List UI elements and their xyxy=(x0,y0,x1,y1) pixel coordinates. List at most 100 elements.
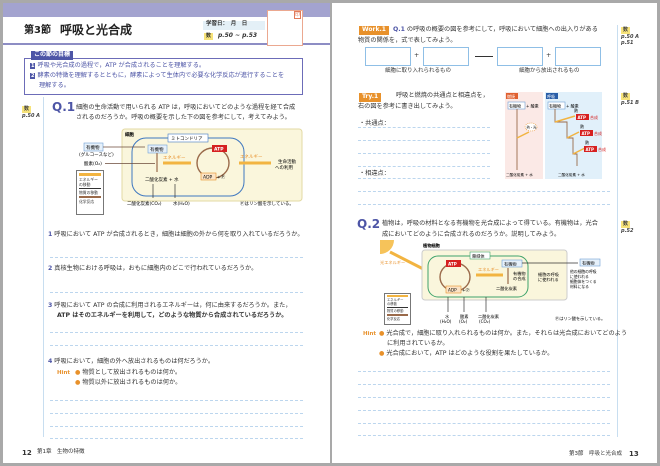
hint-label: Hint xyxy=(363,331,377,337)
caption-out: 細胞から放出されるもの xyxy=(519,68,580,74)
oxygen-label: + 酸素 xyxy=(526,103,539,109)
right-page xyxy=(332,3,657,463)
textbook-pages: p.50 ~ p.53 xyxy=(218,32,258,39)
page-number: 13 xyxy=(629,450,639,458)
atp-label: ATP xyxy=(578,115,587,120)
organic-label: 有機物 xyxy=(549,103,561,109)
adp-label: ADP xyxy=(448,288,457,293)
light-energy-label: 光エネルギー xyxy=(380,259,405,266)
common-label: ・共通点： xyxy=(359,120,390,127)
sun-icon xyxy=(380,240,394,254)
adp-label: ADP xyxy=(203,175,213,181)
heat-label: 熱 xyxy=(574,107,578,113)
chapter-footer: 第1章 生物の特徴 xyxy=(37,449,85,455)
cell-area xyxy=(121,128,303,202)
right-margin-rule xyxy=(617,205,618,437)
goal-item: 2 酵素の特徴を理解するとともに，酵素によって生体内で必要な化学反応が進行するこ… xyxy=(30,72,285,79)
section-footer: 第3節 呼吸と光合成 xyxy=(569,451,622,457)
header-rule xyxy=(3,43,330,45)
hint-label: Hint xyxy=(57,370,71,376)
energy-label: エネルギー xyxy=(240,154,263,160)
work-text: 物質の関係を，式で表してみよう。 xyxy=(358,37,457,44)
stamp-box[interactable]: 印 xyxy=(267,10,303,46)
life-activity-label: 生命活動 xyxy=(278,158,296,165)
chloroplast-label: 葉緑体 xyxy=(472,253,485,260)
resp-label: 呼吸 xyxy=(547,93,555,99)
hint-item: に利用されているか。 xyxy=(387,340,449,347)
synth-label: 合成 xyxy=(598,146,606,152)
water-label: (H₂O) xyxy=(440,319,452,324)
answer-box-out-1[interactable] xyxy=(497,47,543,66)
stamp-icon: 印 xyxy=(293,11,301,19)
try-text: 右の図を参考に書き出してみよう。 xyxy=(358,103,457,110)
answer-box-out-2[interactable] xyxy=(555,47,601,66)
phosphate-label: +Ⓟ xyxy=(217,174,226,181)
legend-box: エネルギーの移動 物質の移動 化学反応 xyxy=(76,170,104,215)
difference-label: ・相違点： xyxy=(359,170,390,177)
subquestion-3: 3 呼吸において ATP の合成に利用されるエネルギーは，何に由来するだろうか。… xyxy=(48,302,292,309)
q2-text: 植物は，呼吸の材料となる有機物を光合成によって得ている。有機物は，光合 xyxy=(382,220,598,227)
page-title: 呼吸と光合成 xyxy=(60,23,133,37)
arrow-icon xyxy=(475,56,493,57)
respiration-use-label: 細胞の呼吸 xyxy=(538,271,560,278)
other-use-label: 他の細胞の呼吸 xyxy=(570,269,597,274)
phosphate-note: Ⓟはリン酸を示している。 xyxy=(555,315,605,322)
subquestion-1: 1 呼吸において ATP が合成されるとき，細胞は細胞の外から何を取り入れている… xyxy=(48,231,304,238)
hint-item: ● 物質以外に放出されるものは何か。 xyxy=(75,379,182,386)
atp-label: ATP xyxy=(448,262,457,267)
study-date: 学習日： 月 日 xyxy=(203,21,265,30)
energy-label: エネルギー xyxy=(478,267,499,273)
synthesis-label: の合成 xyxy=(513,275,526,282)
q1-text: 細胞の生命活動で用いられる ATP は，呼吸においてどのような過程を経て合成 xyxy=(76,104,296,111)
atp-label: ATP xyxy=(586,147,595,152)
oxygen-label: 酸素 xyxy=(460,313,468,320)
respiration-diagram: 細胞 ミトコンドリア 有機物 (グルコースなど) 酸素(O₂) 有機物 エネルギ… xyxy=(79,128,303,207)
atp-label: ATP xyxy=(582,131,591,136)
page-number: 12 xyxy=(22,449,32,457)
co2-water-label: 二酸化炭素 + 水 xyxy=(145,176,179,183)
plus-sign: + xyxy=(414,52,420,59)
mito-label: ミトコンドリア xyxy=(171,136,203,142)
photosynthesis-diagram: 光エネルギー 植物細胞 葉緑体 ATP ADP+Ⓟ エネルギー 有機物 有機物の… xyxy=(380,240,605,324)
energy-label: エネルギー xyxy=(163,155,186,161)
heat-label: 熱 xyxy=(585,139,589,145)
respiration-use-label: に使われる xyxy=(538,276,559,283)
phosphate-label: +Ⓟ xyxy=(462,287,471,294)
subquestion-4: 4 呼吸において，細胞の外へ放出されるものは何だろうか。 xyxy=(48,358,215,365)
subquestion-2: 2 真核生物における呼吸は，おもに細胞内のどこで行われているだろうか。 xyxy=(48,265,258,272)
answer-box-in-2[interactable] xyxy=(423,47,469,66)
synth-label: 合成 xyxy=(594,130,602,136)
heat-label: 熱 xyxy=(580,123,584,129)
atp-label: ATP xyxy=(214,147,224,153)
water-out-label: 水(H₂O) xyxy=(173,200,190,207)
other-use-label: に使われる xyxy=(570,274,589,279)
left-page xyxy=(3,3,330,463)
try-label: Try.1 xyxy=(359,93,382,102)
oxygen-label: (O₂) xyxy=(459,319,468,324)
try-text: 呼吸と燃焼の共通点と相違点を， xyxy=(396,92,489,99)
co2-in-label: (CO₂) xyxy=(479,319,491,324)
caption-in: 細胞に取り入れられるもの xyxy=(385,68,452,74)
water-label: 水 xyxy=(445,313,450,319)
goal-item: 1 呼吸や光合成の過程で，ATP が合成されることを理解する。 xyxy=(30,62,206,69)
synthesis-label: 有機物 xyxy=(513,270,526,277)
co2-water-label: 二酸化炭素 + 水 xyxy=(506,172,533,177)
answer-box-in-1[interactable] xyxy=(365,47,411,66)
organic-label: 有機物 xyxy=(504,261,517,268)
legend-box: エネルギーの移動 物質の移動 化学反応 xyxy=(384,293,411,325)
cell-label: 細胞 xyxy=(125,131,134,138)
co2-in-label: 二酸化炭素 xyxy=(478,313,499,320)
hint-item: ● 物質として放出されるものは何か。 xyxy=(75,369,182,376)
co2-water-label: 二酸化炭素 + 水 xyxy=(558,172,585,177)
hint-item: ● 光合成において，ATP はどのような役割を果たしているか。 xyxy=(379,350,554,357)
left-margin-rule xyxy=(43,97,44,437)
organic-in-label: 有機物 xyxy=(86,144,100,151)
goal-item: 理解する。 xyxy=(39,82,70,89)
work-label: Work.1 xyxy=(359,26,389,35)
work-text: Q.1 の呼吸の概要の図を参考にして，呼吸において細胞への出入りがある xyxy=(393,26,598,33)
other-use-label: 細胞体をつくる xyxy=(570,279,597,284)
